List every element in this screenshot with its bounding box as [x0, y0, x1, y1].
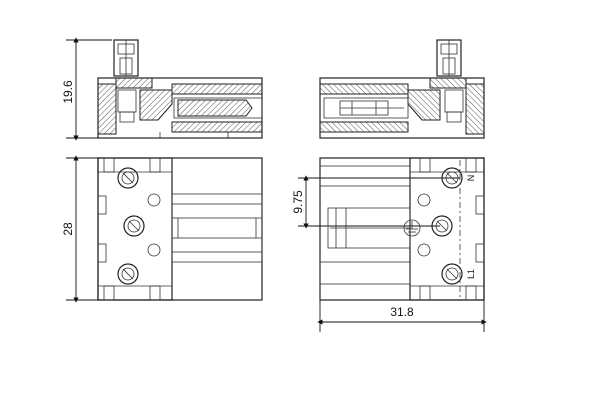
terminal-mark-top: N — [466, 175, 476, 182]
earth-icon — [403, 219, 421, 237]
dimension-pitch: 9.75 — [291, 190, 305, 214]
dimension-width: 31.8 — [390, 305, 414, 319]
side-section-view-right — [319, 39, 485, 139]
front-view-left: 28 — [61, 155, 263, 303]
dimension-height-front: 28 — [61, 222, 75, 236]
terminal-mark-bottom: L1 — [466, 269, 476, 279]
front-view-right: 9.75 N L1 — [291, 157, 487, 332]
dimension-height-side: 19.6 — [61, 80, 75, 104]
side-section-view-left: 19.6 — [61, 37, 263, 141]
